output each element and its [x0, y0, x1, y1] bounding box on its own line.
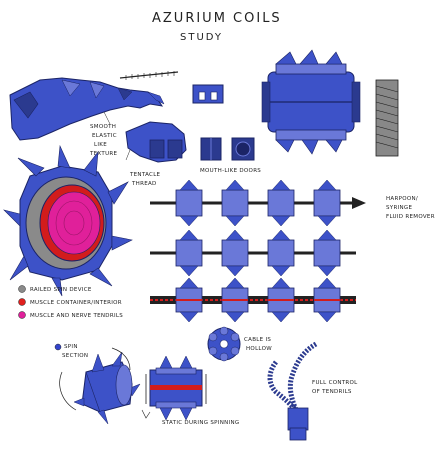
svg-text:MUSCLE CONTAINER/INTERIOR: MUSCLE CONTAINER/INTERIOR — [30, 300, 122, 306]
coil-end-view — [261, 49, 361, 155]
svg-text:CABLE IS: CABLE IS — [244, 337, 271, 343]
creature-arm-drawing — [9, 71, 179, 141]
svg-text:ELASTIC: ELASTIC — [92, 133, 117, 139]
svg-text:RAILED SPIN DEVICE: RAILED SPIN DEVICE — [30, 287, 92, 293]
cable-cross-section — [207, 326, 241, 362]
color-legend: RAILED SPIN DEVICE MUSCLE CONTAINER/INTE… — [18, 285, 123, 319]
spin-section-label: SPIN SECTION — [54, 343, 88, 359]
svg-text:TEXTURE: TEXTURE — [89, 151, 118, 157]
note-full-control: FULL CONTROL OF TENDRILS — [312, 380, 358, 395]
svg-text:OF TENDRILS: OF TENDRILS — [312, 389, 352, 395]
static-coil-drawing — [141, 355, 207, 421]
mouth-door-closed — [200, 137, 222, 161]
svg-text:THREAD: THREAD — [131, 181, 157, 187]
legend-item-railed-spin: RAILED SPIN DEVICE — [18, 285, 92, 293]
svg-text:FULL CONTROL: FULL CONTROL — [312, 380, 358, 386]
note-harpoon: HARPOON/ SYRINGE FLUID REMOVER — [386, 196, 435, 220]
clamp-part — [192, 84, 224, 104]
page-title: AZURIUM COILS — [152, 11, 282, 26]
note-smooth-texture: SMOOTH ELASTIC LIKE TEXTURE — [89, 124, 118, 157]
svg-text:MUSCLE AND NERVE TENDRILS: MUSCLE AND NERVE TENDRILS — [30, 313, 123, 319]
svg-text:LIKE: LIKE — [94, 142, 107, 148]
twisted-cable-texture — [375, 79, 399, 157]
coil-segment-row-3-interior — [150, 277, 356, 323]
svg-text:SMOOTH: SMOOTH — [90, 124, 116, 130]
note-tentacle-thread: TENTACLE THREAD — [129, 172, 161, 187]
coil-segment-row-1 — [150, 179, 366, 227]
svg-text:FLUID REMOVER: FLUID REMOVER — [386, 214, 435, 220]
page-subtitle: STUDY — [180, 32, 223, 43]
legend-item-muscle-container: MUSCLE CONTAINER/INTERIOR — [18, 298, 122, 306]
svg-text:HARPOON/: HARPOON/ — [386, 196, 418, 202]
svg-text:SYRINGE: SYRINGE — [386, 205, 412, 211]
coil-segment-row-2 — [150, 229, 356, 277]
legend-item-muscle-nerve: MUSCLE AND NERVE TENDRILS — [18, 311, 123, 319]
svg-text:SECTION: SECTION — [62, 353, 88, 359]
note-mouth-doors: MOUTH-LIKE DOORS — [200, 168, 261, 174]
note-cable-hollow: CABLE IS HOLLOW — [244, 337, 272, 352]
spinning-coil-drawing — [59, 347, 141, 425]
tentacle-head-drawing — [125, 121, 187, 163]
svg-text:TENTACLE: TENTACLE — [129, 172, 161, 178]
svg-text:HOLLOW: HOLLOW — [246, 346, 272, 352]
spiked-coil-cross-section — [3, 144, 133, 297]
mouth-door-open — [231, 137, 255, 161]
tendril-chain — [267, 341, 318, 441]
svg-text:SPIN: SPIN — [64, 344, 78, 350]
note-static-spinning: STATIC DURING SPINNING — [162, 420, 239, 426]
